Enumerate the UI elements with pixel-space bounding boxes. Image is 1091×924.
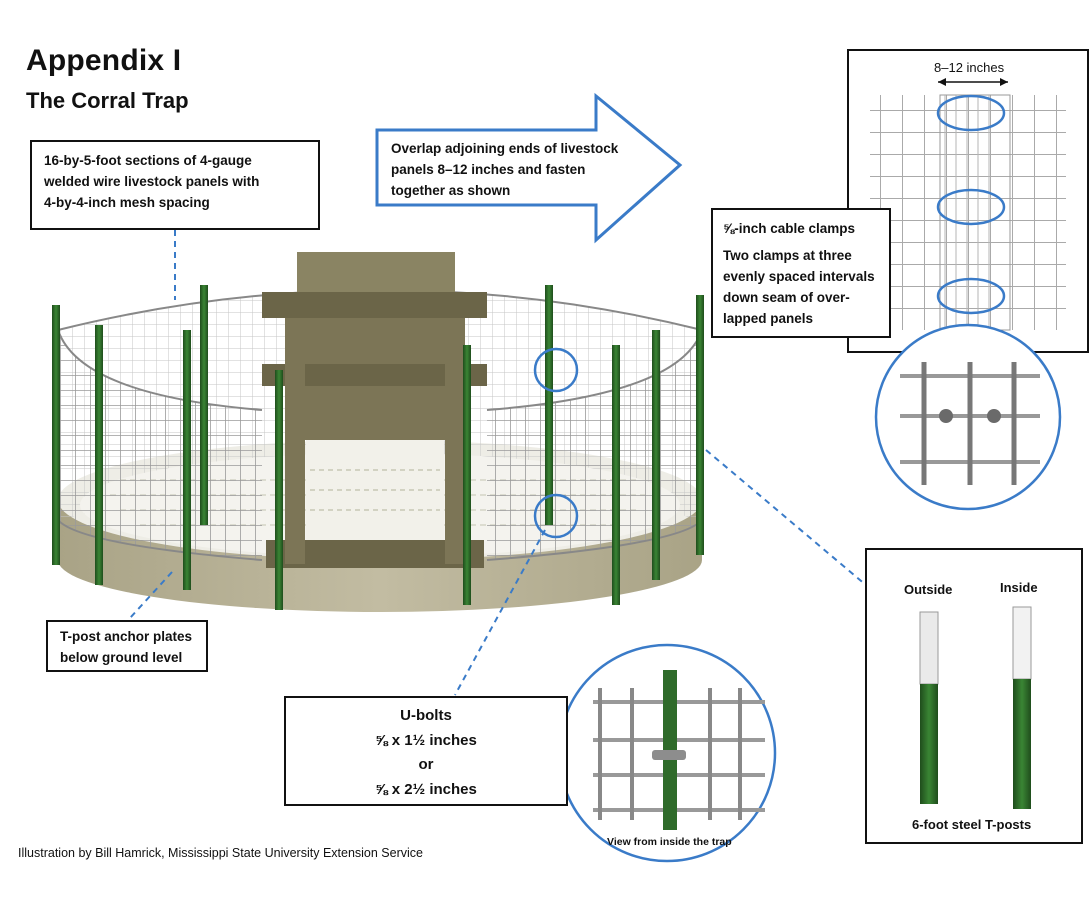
ubolt-detail-circle [557,643,777,863]
ubolts-or: or [418,756,434,773]
tpost-inside-label: Inside [1000,580,1038,595]
overlap-width-label: 8–12 inches [934,60,1005,75]
clamps-title: ⅝-inch cable clamps [723,221,856,236]
ubolts-size-1: ⅝ x 1½ inches [375,731,477,749]
anchor-line-2: below ground level [60,650,183,665]
page-title: Appendix I [26,44,182,77]
ubolt-highlight-circle [533,493,579,539]
illustration-credit: Illustration by Bill Hamrick, Mississipp… [18,846,423,860]
ubolts-callout: U-bolts ⅝ x 1½ inches or ⅝ x 2½ inches [284,696,568,806]
panels-line-2: welded wire livestock panels with [44,174,260,189]
clamps-line-1: Two clamps at three [723,248,852,263]
trap-gate [262,252,487,568]
tpost-caption: 6-foot steel T-posts [912,817,1032,832]
panels-callout: 16-by-5-foot sections of 4-gauge welded … [30,140,320,230]
clamp-highlight-circle [533,347,579,393]
overlap-line-3: together as shown [391,183,511,198]
overlap-line-2: panels 8–12 inches and fasten [391,162,586,177]
t-posts [52,285,704,610]
clamps-callout: ⅝-inch cable clamps Two clamps at three … [711,208,891,338]
overlap-arrow [375,92,683,244]
ubolts-title: U-bolts [400,707,452,724]
tpost-outside-label: Outside [904,582,953,597]
clamp-detail-circle [874,323,1062,511]
anchor-callout: T-post anchor plates below ground level [46,620,208,672]
anchor-line-1: T-post anchor plates [60,629,193,644]
panels-line-3: 4-by-4-inch mesh spacing [44,195,210,210]
inside-view-label: View from inside the trap [607,836,732,848]
overlap-callout: Overlap adjoining ends of livestock pane… [391,138,618,201]
panels-line-1: 16-by-5-foot sections of 4-gauge [44,153,252,168]
tpost-detail [865,548,1083,844]
clamps-line-2: evenly spaced intervals [723,269,875,284]
page-subtitle: The Corral Trap [26,88,189,113]
overlap-line-1: Overlap adjoining ends of livestock [391,141,619,156]
ubolts-size-2: ⅝ x 2½ inches [375,780,477,798]
clamps-line-4: lapped panels [723,311,814,326]
clamps-line-3: down seam of over- [723,290,850,305]
